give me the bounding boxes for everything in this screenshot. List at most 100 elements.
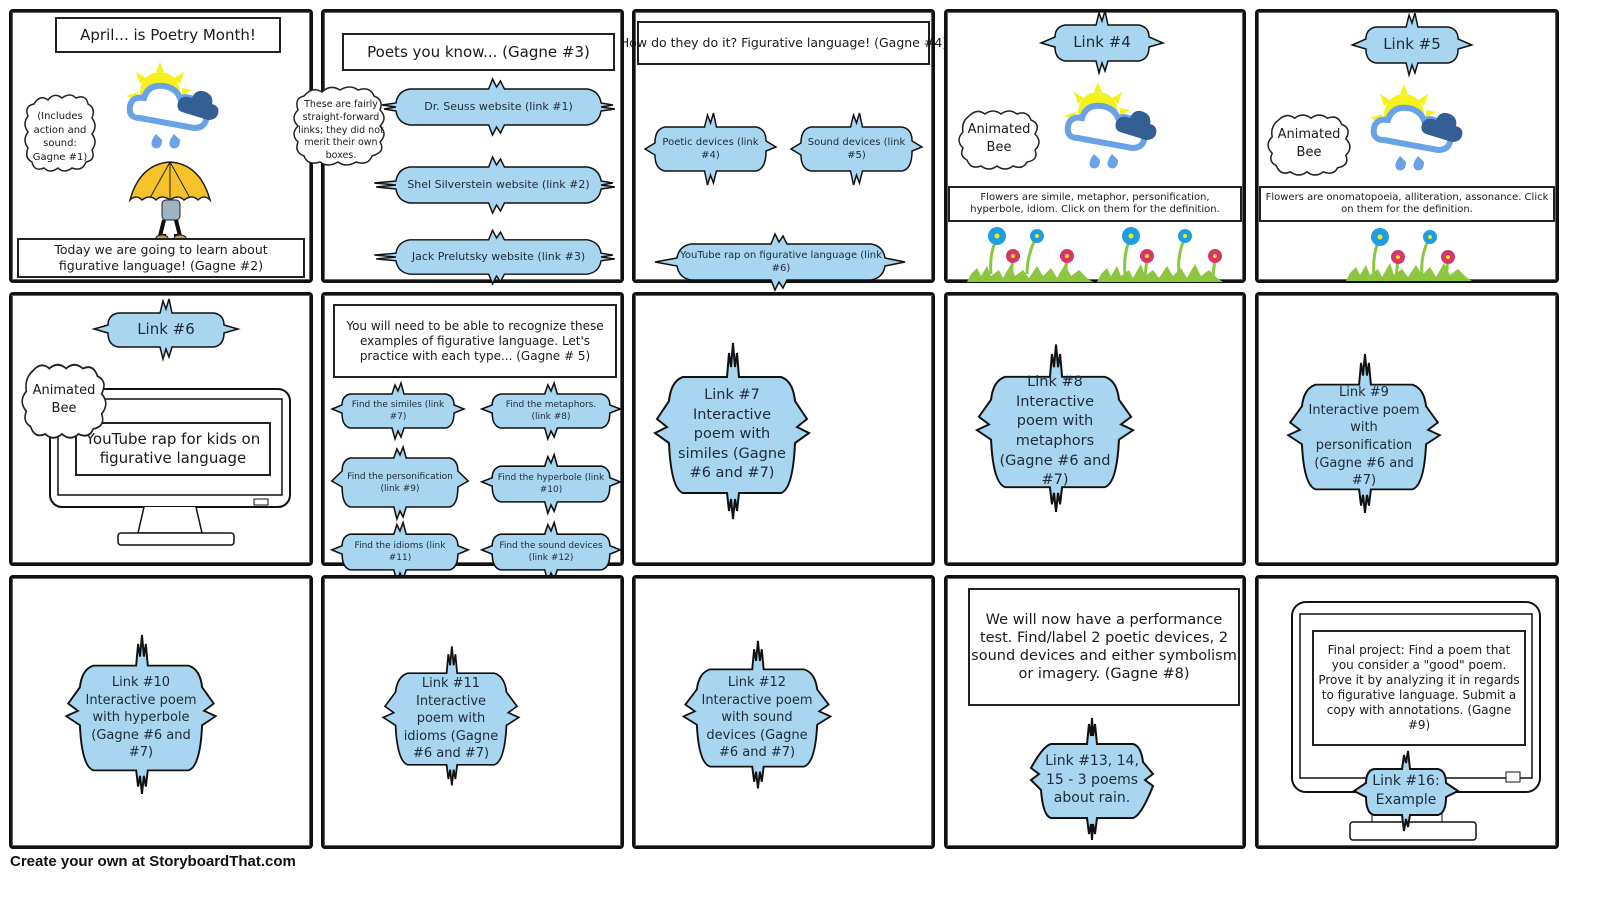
thought-cloud: These are fairly straight-forward links;… [286, 84, 396, 178]
panel-title: How do they do it? Figurative language! … [620, 21, 947, 65]
link-burst-link-11[interactable]: Link #11 Interactive poem with idioms (G… [381, 646, 521, 786]
link-label: Find the metaphors. (link #8) [505, 399, 597, 422]
thought-cloud-icon [958, 110, 1040, 170]
thought-cloud-icon [1267, 114, 1351, 176]
panel-10: Link #9 Interactive poem with personific… [1255, 292, 1559, 566]
panel-9: Link #8 Interactive poem with metaphors … [944, 292, 1246, 566]
link-burst-8[interactable]: Find the metaphors. (link #8) [479, 380, 623, 442]
thought-cloud: Animated Bee [955, 108, 1043, 170]
link-label: Link #5 [1383, 34, 1441, 53]
link-burst-3[interactable]: Jack Prelutsky website (link #3) [374, 228, 615, 286]
thought-text: Animated Bee [32, 383, 96, 416]
panel-caption-text: Flowers are onomatopoeia, alliteration, … [1265, 191, 1549, 216]
link-label: Find the similes (link #7) [351, 399, 445, 422]
link-burst-link-7[interactable]: Link #7 Interactive poem with similes (G… [653, 342, 811, 520]
link-burst-7[interactable]: Find the similes (link #7) [329, 380, 467, 442]
thought-text: Animated Bee [1277, 127, 1341, 160]
burst-shape-icon [654, 232, 906, 292]
thought-text: (Includes action and sound: Gagne #1) [32, 111, 88, 163]
link-burst-9[interactable]: Find the personification (link #9) [330, 444, 470, 522]
panel-caption-text: Today we are going to learn about figura… [54, 242, 268, 273]
panel-title: You will need to be able to recognize th… [333, 304, 617, 378]
link-burst-link-13-15[interactable]: Link #13, 14, 15 - 3 poems about rain. [1029, 717, 1155, 841]
burst-shape-icon [643, 112, 778, 186]
flowers-icon[interactable] [967, 224, 1237, 282]
panel-5: Link #5 Animated Bee Flowers are onomato… [1255, 9, 1559, 283]
panel-15: Final project: Find a poem that you cons… [1255, 575, 1559, 849]
panel-4: Link #4 Animated Bee Flowers are simile,… [944, 9, 1246, 283]
link-burst-link-12[interactable]: Link #12 Interactive poem with sound dev… [681, 640, 833, 789]
link-label: Link #8 Interactive poem with metaphors … [999, 374, 1111, 489]
panel-8: Link #7 Interactive poem with similes (G… [632, 292, 935, 566]
link-label: Link #6 [137, 319, 195, 338]
link-burst-4[interactable]: Poetic devices (link #4) [643, 112, 778, 186]
thought-cloud: (Includes action and sound: Gagne #1) [20, 92, 100, 182]
link-label: Link #13, 14, 15 - 3 poems about rain. [1045, 752, 1139, 807]
burst-shape-icon [374, 228, 615, 286]
panel-3: How do they do it? Figurative language! … [620, 9, 947, 292]
panel-title-text: Poets you know... (Gagne #3) [367, 42, 590, 61]
weather-icon [1057, 76, 1169, 176]
panel-14: We will now have a performance test. Fin… [944, 575, 1246, 849]
link-label: Dr. Seuss website (link #1) [424, 99, 573, 113]
thought-text: Animated Bee [967, 122, 1031, 155]
screen-text: YouTube rap for kids on figurative langu… [85, 430, 261, 467]
panel-caption-text: Flowers are simile, metaphor, personific… [970, 191, 1220, 216]
burst-shape-icon [374, 155, 615, 215]
link-label: Find the personification (link #9) [347, 471, 453, 494]
thought-cloud: Animated Bee [1264, 112, 1354, 176]
umbrella-person-icon [126, 160, 214, 242]
link-burst-link-8[interactable]: Link #8 Interactive poem with metaphors … [974, 344, 1136, 513]
footer-credit[interactable]: Create your own at StoryboardThat.com [10, 853, 296, 870]
link-label: Find the hyperbole (link #10) [497, 472, 605, 495]
thought-cloud: Animated Bee [18, 361, 110, 439]
panel-title-text: You will need to be able to recognize th… [346, 318, 604, 363]
monitor-screen-text: YouTube rap for kids on figurative langu… [75, 422, 271, 476]
thought-text: These are fairly straight-forward links;… [298, 98, 384, 162]
link-label: Poetic devices (link #4) [662, 136, 759, 162]
link-burst-10[interactable]: Find the hyperbole (link #10) [479, 452, 623, 516]
panel-6: Link #6 YouTube rap for kids on figurati… [9, 292, 313, 566]
link-burst-2[interactable]: Shel Silverstein website (link #2) [374, 155, 615, 215]
weather-icon [1364, 78, 1474, 178]
link-burst-link-4[interactable]: Link #4 [1038, 10, 1166, 76]
burst-shape-icon [1029, 717, 1155, 841]
link-burst-11[interactable]: Find the idioms (link #11) [329, 520, 471, 584]
burst-shape-icon [479, 380, 623, 442]
burst-shape-icon [479, 520, 623, 584]
panel-title-text: How do they do it? Figurative language! … [619, 35, 948, 51]
burst-shape-icon [681, 640, 833, 789]
burst-shape-icon [1350, 12, 1474, 78]
monitor-screen-text: Final project: Find a poem that you cons… [1312, 630, 1526, 746]
link-burst-5[interactable]: Sound devices (link #5) [789, 112, 924, 186]
thought-cloud-icon [24, 94, 96, 172]
link-label: Find the idioms (link #11) [354, 540, 446, 563]
link-label: Link #12 Interactive poem with sound dev… [701, 675, 813, 761]
link-burst-link-9[interactable]: Link #9 Interactive poem with personific… [1286, 353, 1442, 513]
link-burst-link-10[interactable]: Link #10 Interactive poem with hyperbole… [64, 634, 218, 794]
panel-caption: Flowers are onomatopoeia, alliteration, … [1259, 186, 1555, 222]
panel-title-text: We will now have a performance test. Fin… [971, 611, 1237, 683]
burst-shape-icon [330, 444, 470, 522]
panel-title: April... is Poetry Month! [55, 17, 281, 53]
panel-13: Link #12 Interactive poem with sound dev… [632, 575, 935, 849]
link-burst-12[interactable]: Find the sound devices (link #12) [479, 520, 623, 584]
link-label: Link #16: Example [1372, 773, 1440, 808]
link-burst-link-5[interactable]: Link #5 [1350, 12, 1474, 78]
burst-shape-icon [91, 298, 241, 362]
link-label: Sound devices (link #5) [807, 136, 906, 162]
link-burst-link-6[interactable]: Link #6 [91, 298, 241, 362]
flowers-icon[interactable] [1346, 225, 1476, 281]
link-label: Find the sound devices (link #12) [499, 540, 603, 563]
burst-shape-icon [382, 77, 615, 137]
burst-shape-icon [381, 646, 521, 786]
burst-shape-icon [1352, 750, 1460, 832]
grass-icon [967, 264, 1223, 282]
screen-text: Final project: Find a poem that you cons… [1318, 643, 1520, 732]
panel-12: Link #11 Interactive poem with idioms (G… [321, 575, 624, 849]
link-burst-1[interactable]: Dr. Seuss website (link #1) [382, 77, 615, 137]
link-label: Link #10 Interactive poem with hyperbole… [85, 675, 197, 761]
link-burst-link-16[interactable]: Link #16: Example [1352, 750, 1460, 832]
link-burst-6[interactable]: YouTube rap on figurative language (link… [654, 232, 906, 292]
panel-caption: Today we are going to learn about figura… [17, 238, 305, 278]
